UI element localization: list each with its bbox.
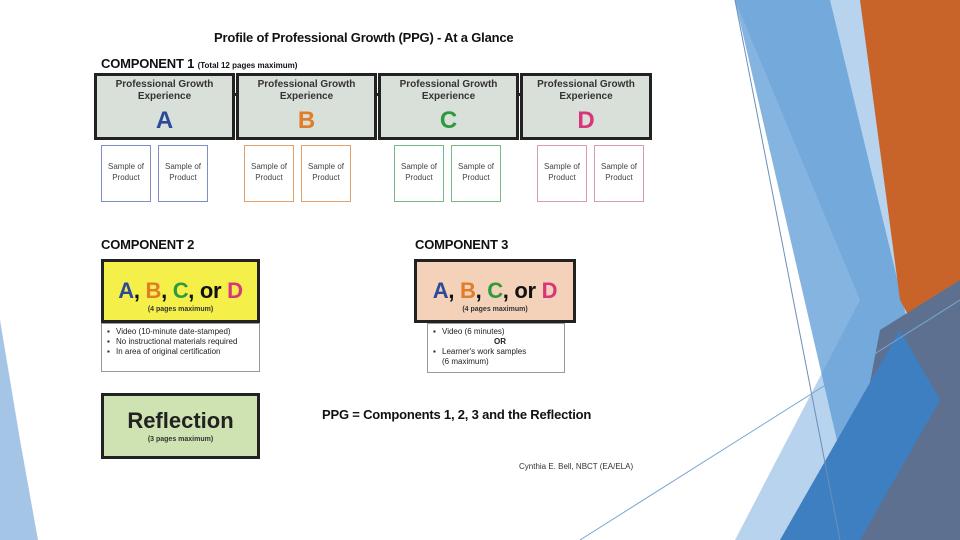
- abcd-comma: ,: [133, 278, 140, 303]
- abcd-or: or: [514, 278, 536, 303]
- component1-note: (Total 12 pages maximum): [197, 61, 298, 70]
- bullet-item: Learner's work samples: [433, 347, 560, 357]
- bullet-item: In area of original certification: [107, 347, 255, 357]
- experience-title-line1: Professional Growth: [257, 79, 356, 90]
- sample-box-b1: Sample of Product: [244, 145, 294, 202]
- abcd-letter-c: C: [487, 278, 503, 303]
- experience-box-b: Professional Growth Experience B: [236, 73, 377, 140]
- ppg-formula: PPG = Components 1, 2, 3 and the Reflect…: [322, 407, 592, 422]
- experience-title-c: Professional Growth Experience: [381, 79, 516, 103]
- right-orange-shape: [860, 0, 960, 410]
- sample-box-d2: Sample of Product: [594, 145, 644, 202]
- abcd-comma: ,: [502, 278, 509, 303]
- abcd-letter-b: B: [145, 278, 162, 303]
- component3-bullets: Video (6 minutes) OR Learner's work samp…: [427, 323, 565, 373]
- bullet-item: Video (6 minutes): [433, 327, 560, 337]
- abcd-comma: ,: [188, 278, 195, 303]
- bullet-note: (6 maximum): [442, 357, 489, 366]
- bullet-item: Video (10-minute date-stamped): [107, 327, 255, 337]
- sample-box-c2: Sample of Product: [451, 145, 501, 202]
- sample-text-line2: Product: [548, 173, 576, 182]
- sample-text-line1: Sample of: [400, 162, 438, 171]
- sample-text-line2: Product: [169, 173, 197, 182]
- right-slate-shape: [840, 280, 960, 540]
- component3-box: A, B, C, or D (4 pages maximum): [414, 259, 576, 323]
- reflection-pages: (3 pages maximum): [147, 436, 214, 443]
- experience-title-line1: Professional Growth: [399, 79, 498, 90]
- component1-label-text: COMPONENT 1: [101, 56, 195, 71]
- sample-text-line1: Sample of: [164, 162, 202, 171]
- experience-box-d: Professional Growth Experience D: [520, 73, 652, 140]
- sample-text-line2: Product: [312, 173, 340, 182]
- experience-title-line2: Experience: [137, 91, 192, 102]
- sample-text-line1: Sample of: [543, 162, 581, 171]
- component3-pages: (4 pages maximum): [462, 306, 528, 313]
- sample-text-line1: Sample of: [457, 162, 495, 171]
- sample-text-line2: Product: [255, 173, 283, 182]
- thin-diagonal-line: [734, 0, 841, 540]
- sample-box-c1: Sample of Product: [394, 145, 444, 202]
- abcd-letter-d: D: [541, 278, 558, 303]
- experience-title-line1: Professional Growth: [537, 79, 635, 90]
- experience-box-c: Professional Growth Experience C: [378, 73, 519, 140]
- sample-text-line1: Sample of: [600, 162, 638, 171]
- component1-label: COMPONENT 1 (Total 12 pages maximum): [101, 56, 297, 71]
- right-blue-band: [780, 330, 940, 540]
- experience-title-line2: Experience: [559, 91, 613, 102]
- experience-box-a: Professional Growth Experience A: [94, 73, 235, 140]
- sample-text-line2: Product: [462, 173, 490, 182]
- component3-abcd: A, B, C, or D: [417, 279, 573, 303]
- reflection-box: Reflection (3 pages maximum): [101, 393, 260, 459]
- abcd-letter-a: A: [118, 278, 134, 303]
- experience-title-d: Professional Growth Experience: [523, 79, 649, 103]
- experience-title-a: Professional Growth Experience: [97, 79, 232, 103]
- sample-box-a2: Sample of Product: [158, 145, 208, 202]
- sample-text-line2: Product: [405, 173, 433, 182]
- sample-text-line2: Product: [605, 173, 633, 182]
- abcd-comma: ,: [448, 278, 455, 303]
- right-blue-triangle: [735, 0, 960, 540]
- sample-box-a1: Sample of Product: [101, 145, 151, 202]
- component3-label: COMPONENT 3: [415, 237, 509, 252]
- bullet-item: No instructional materials required: [107, 337, 255, 347]
- reflection-label: Reflection: [127, 408, 234, 433]
- abcd-or: or: [199, 278, 222, 303]
- experience-letter-b: B: [297, 107, 316, 134]
- abcd-letter-b: B: [459, 278, 476, 303]
- component2-label: COMPONENT 2: [101, 237, 195, 252]
- sample-text-line2: Product: [112, 173, 140, 182]
- abcd-letter-a: A: [432, 278, 449, 303]
- page-title: Profile of Professional Growth (PPG) - A…: [214, 30, 514, 45]
- abcd-comma: ,: [475, 278, 482, 303]
- sample-text-line1: Sample of: [107, 162, 145, 171]
- experience-title-line1: Professional Growth: [115, 79, 214, 90]
- or-separator: OR: [494, 337, 506, 346]
- abcd-letter-d: D: [227, 278, 243, 303]
- component2-bullets: Video (10-minute date-stamped) No instru…: [101, 323, 260, 372]
- sample-box-d1: Sample of Product: [537, 145, 587, 202]
- component2-pages: (4 pages maximum): [147, 306, 214, 313]
- author-credit: Cynthia E. Bell, NBCT (EA/ELA): [519, 462, 634, 471]
- experience-title-b: Professional Growth Experience: [239, 79, 374, 103]
- experience-title-line2: Experience: [421, 91, 476, 102]
- thin-crossing-line: [579, 299, 960, 540]
- abcd-letter-c: C: [172, 278, 189, 303]
- experience-title-line2: Experience: [279, 91, 334, 102]
- sample-box-b2: Sample of Product: [301, 145, 351, 202]
- abcd-comma: ,: [161, 278, 167, 303]
- right-light-blue-panel: [735, 0, 960, 540]
- sample-text-line1: Sample of: [250, 162, 288, 171]
- experience-letter-d: D: [577, 107, 595, 134]
- component2-box: A, B, C, or D (4 pages maximum): [101, 259, 260, 323]
- experience-letter-c: C: [439, 107, 458, 134]
- experience-letter-a: A: [155, 107, 174, 134]
- component2-abcd: A, B, C, or D: [104, 279, 257, 303]
- sample-text-line1: Sample of: [307, 162, 345, 171]
- left-blue-shape: [0, 320, 38, 540]
